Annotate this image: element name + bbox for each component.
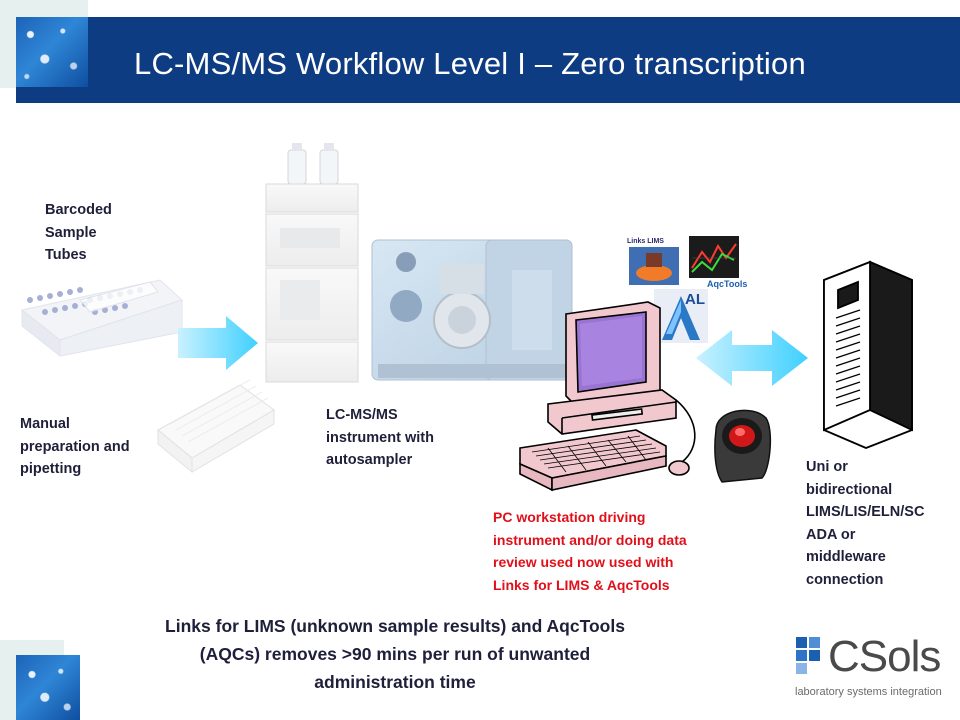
server-tower-image <box>823 260 913 449</box>
summary-text: Links for LIMS (unknown sample results) … <box>165 616 625 692</box>
al-label: AL <box>685 291 705 308</box>
header-bar <box>16 17 960 103</box>
al-software-icon <box>654 289 708 343</box>
mass-spectrometer-image <box>371 239 573 381</box>
pc-workstation-label: PC workstation driving instrument and/or… <box>493 509 687 593</box>
pc-workstation-image <box>519 301 696 492</box>
barcode-scanner-image <box>714 409 772 483</box>
links-for-lims-icon <box>627 236 681 288</box>
csols-logo-icon <box>796 637 820 674</box>
hplc-stack-image <box>265 143 359 383</box>
sample-tube-rack-image <box>20 279 183 358</box>
water-drops-image <box>16 17 88 87</box>
csols-logo-name: CSols <box>828 632 941 681</box>
footer-water-drops-image <box>16 655 80 720</box>
pipetting-plate-image <box>157 379 275 474</box>
aqctools-label: AqcTools <box>707 279 748 289</box>
flow-arrow-icon <box>178 316 258 370</box>
aqctools-icon <box>689 236 739 278</box>
barcoded-tubes-label: Barcoded Sample Tubes <box>45 202 112 263</box>
links-lims-label: Links LIMS <box>627 238 664 245</box>
lcms-instrument-label: LC-MS/MS instrument with autosampler <box>326 407 434 468</box>
lims-connection-label: Uni or bidirectional LIMS/LIS/ELN/SC ADA… <box>806 459 925 588</box>
manual-preparation-label: Manual preparation and pipetting <box>20 416 130 477</box>
page-title: LC-MS/MS Workflow Level I – Zero transcr… <box>134 46 806 81</box>
bidirectional-arrow-icon <box>696 330 808 386</box>
csols-logo-tagline: laboratory systems integration <box>795 686 942 698</box>
